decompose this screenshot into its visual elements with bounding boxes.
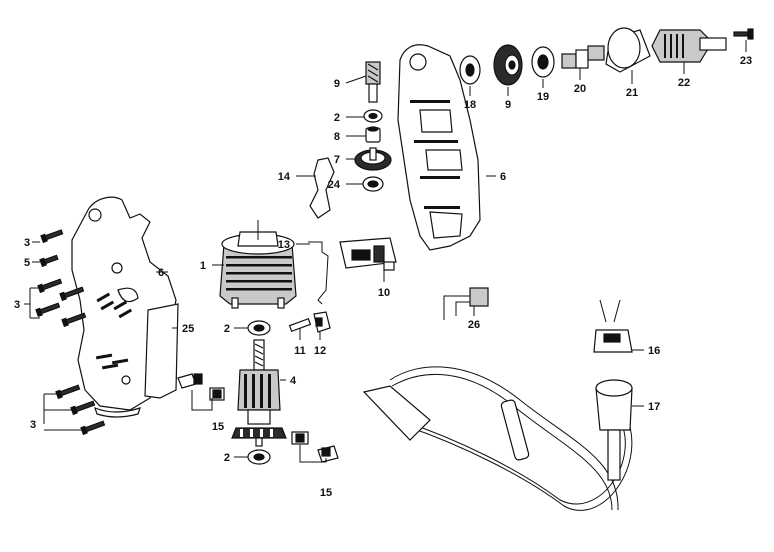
callout-7: 7 xyxy=(334,154,340,166)
callout-5: 5 xyxy=(24,257,30,269)
pin-11 xyxy=(288,317,312,333)
bearing-18 xyxy=(459,55,481,85)
callout-12: 12 xyxy=(314,345,326,357)
right-housing-half xyxy=(397,44,481,251)
callout-3-top: 3 xyxy=(24,237,30,249)
screw-set-left xyxy=(35,229,106,436)
armature xyxy=(231,339,287,447)
brush-spring-12 xyxy=(313,311,331,333)
spindle-20 xyxy=(561,45,605,69)
spring-wire xyxy=(308,241,329,305)
callout-10: 10 xyxy=(378,287,390,299)
callout-13: 13 xyxy=(278,239,290,251)
leader-lines-top-left xyxy=(32,241,40,263)
leader-lines xyxy=(24,40,747,463)
callout-21: 21 xyxy=(626,87,638,99)
bearing-2-gear xyxy=(363,109,383,123)
power-cord-17 xyxy=(362,366,633,511)
capacitor-26 xyxy=(443,287,489,320)
sleeve-8 xyxy=(365,126,381,143)
pinion-shaft xyxy=(365,61,381,103)
callout-15-left: 15 xyxy=(212,421,224,433)
callout-9-right: 9 xyxy=(505,99,511,111)
callout-16: 16 xyxy=(648,345,660,357)
callout-9-top: 9 xyxy=(334,78,340,90)
callout-11: 11 xyxy=(294,345,306,357)
callout-6-right: 6 xyxy=(500,171,506,183)
callout-23: 23 xyxy=(740,55,752,67)
callout-2-upper: 2 xyxy=(224,323,230,335)
callout-8: 8 xyxy=(334,131,340,143)
callout-24: 24 xyxy=(328,179,341,191)
callout-18: 18 xyxy=(464,99,476,111)
bearing-2-lower xyxy=(247,449,271,465)
housing-cover-plate xyxy=(144,303,179,399)
callout-19: 19 xyxy=(537,91,549,103)
switch-assembly xyxy=(339,237,397,271)
callout-1: 1 xyxy=(200,260,206,272)
brush-holder-set-bottom xyxy=(291,431,339,463)
bearing-2-upper xyxy=(247,320,271,336)
callout-15-bottom: 15 xyxy=(320,487,332,499)
bearing-24 xyxy=(362,176,384,192)
brush-holder-set-left xyxy=(177,373,225,401)
callout-25: 25 xyxy=(182,323,194,335)
bearing-19 xyxy=(531,46,555,78)
callout-17: 17 xyxy=(648,401,660,413)
switch-trigger xyxy=(309,157,335,219)
callout-2-gear: 2 xyxy=(334,112,340,124)
chuck-22 xyxy=(651,29,727,63)
callout-14: 14 xyxy=(278,171,291,183)
callout-2-lower: 2 xyxy=(224,452,230,464)
callout-4: 4 xyxy=(290,375,297,387)
callout-3-bottom: 3 xyxy=(30,419,36,431)
callout-6-left: 6 xyxy=(158,267,164,279)
cord-guard-16 xyxy=(593,299,633,353)
callout-20: 20 xyxy=(574,83,586,95)
field-coil xyxy=(219,220,297,309)
callout-labels: 9 2 8 7 24 14 13 10 1 2 4 2 11 12 15 15 … xyxy=(14,55,752,499)
callout-22: 22 xyxy=(678,77,690,89)
gear-7 xyxy=(354,147,392,171)
chuck-sleeve-21 xyxy=(605,27,651,73)
callout-26: 26 xyxy=(468,319,480,331)
callout-3-middle: 3 xyxy=(14,299,20,311)
gear-9 xyxy=(493,44,523,86)
screw-23 xyxy=(733,28,754,40)
